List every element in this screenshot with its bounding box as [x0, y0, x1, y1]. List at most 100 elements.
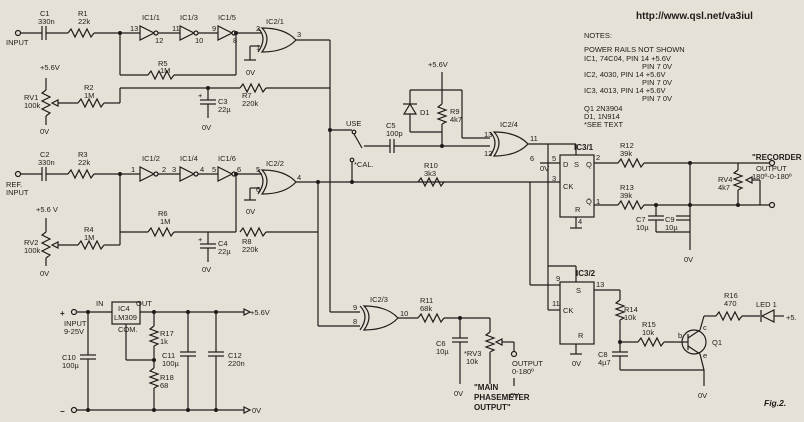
rv1-potentiometer: [40, 89, 52, 117]
r2-label: R2: [84, 83, 94, 92]
r18-resistor: [148, 367, 160, 389]
svg-text:0V: 0V: [246, 207, 255, 216]
cal-label: *CAL.: [354, 160, 374, 169]
r16-label: R16: [724, 291, 738, 300]
svg-text:3: 3: [297, 30, 301, 39]
input-terminal: [14, 29, 22, 37]
c3-value: 22µ: [218, 105, 231, 114]
xor-gate-ic2-1: [260, 27, 297, 53]
supply-plus-terminal: [70, 308, 78, 316]
source-url: http://www.qsl.net/va3iul: [636, 11, 753, 22]
main-output-label: "MAIN: [474, 383, 498, 392]
r10-label: R10: [424, 161, 438, 170]
svg-text:COM.: COM.: [118, 325, 138, 334]
r9-value: 4k7: [450, 115, 462, 124]
r10-resistor: [417, 176, 445, 188]
svg-text:13: 13: [130, 24, 138, 33]
d1-diode: [402, 102, 418, 115]
r4-value: 1M: [84, 233, 94, 242]
c11-value: 100µ: [162, 359, 180, 368]
svg-text:0V: 0V: [40, 269, 49, 278]
svg-text:0V: 0V: [572, 359, 581, 368]
svg-text:0V: 0V: [698, 391, 707, 400]
r9-resistor: [436, 103, 448, 125]
svg-text:9: 9: [556, 274, 560, 283]
svg-text:+5.6V: +5.6V: [40, 63, 60, 72]
supply-minus-terminal: [70, 406, 78, 414]
svg-text:4: 4: [297, 173, 301, 182]
r7-label: R7: [242, 91, 252, 100]
inverter-ic1-6: [217, 166, 234, 182]
recorder-label: "RECORDER: [752, 153, 802, 162]
ic2-1-label: IC2/1: [266, 17, 284, 26]
r10-value: 3k3: [424, 169, 436, 178]
notes-line: IC3, 4013, PIN 14 +5.6V: [584, 86, 666, 95]
svg-text:D: D: [563, 160, 569, 169]
r11-value: 68k: [420, 304, 432, 313]
svg-text:Q̄: Q̄: [586, 197, 592, 206]
led1-diode: [760, 309, 775, 323]
r2-resistor: [77, 97, 105, 109]
svg-text:2: 2: [596, 153, 600, 162]
svg-text:9: 9: [353, 303, 357, 312]
calibration-section: USE *CAL. C5 100p +5.6V D1 R9 4k7 13 12: [328, 60, 549, 300]
ref-input-terminal: [14, 170, 22, 178]
svg-text:INPUT: INPUT: [6, 188, 29, 197]
r17-resistor: [148, 325, 160, 347]
c5-value: 100p: [386, 129, 403, 138]
svg-text:+5.6 V: +5.6 V: [36, 205, 58, 214]
rv3-potentiometer: [484, 331, 496, 353]
r13-resistor: [617, 199, 645, 211]
r17-value: 1k: [160, 337, 168, 346]
svg-text:0V: 0V: [202, 265, 211, 274]
rv2-potentiometer: [40, 231, 52, 259]
r16-value: 470: [724, 299, 737, 308]
c10-label: C10: [62, 353, 76, 362]
svg-text:3: 3: [172, 165, 176, 174]
svg-text:R: R: [575, 205, 581, 214]
svg-text:8: 8: [233, 36, 237, 45]
figure-label: Fig.2.: [764, 398, 786, 408]
inverter-ic1-4: [179, 166, 196, 182]
r8-label: R8: [242, 237, 252, 246]
svg-text:S: S: [576, 286, 581, 295]
power-supply: + INPUT 9-25V − C10 100µ IN IC4 LM309 CO…: [60, 299, 270, 416]
ic4-label: IC4: [118, 304, 130, 313]
c6-label: C6: [436, 339, 446, 348]
svg-text:13: 13: [596, 280, 604, 289]
svg-text:5: 5: [552, 154, 556, 163]
notes-line: PIN 7 0V: [642, 62, 672, 71]
c10-value: 100µ: [62, 361, 80, 370]
r13-value: 39k: [620, 191, 632, 200]
rv3-label: *RV3: [464, 349, 481, 358]
svg-text:6: 6: [237, 165, 241, 174]
svg-text:0V: 0V: [202, 123, 211, 132]
notes-block: NOTES: POWER RAILS NOT SHOWN IC1, 74C04,…: [584, 31, 685, 129]
svg-text:10: 10: [195, 36, 203, 45]
use-label: USE: [346, 119, 361, 128]
ic2-4-label: IC2/4: [500, 120, 518, 129]
ic3-1-body: [559, 154, 595, 218]
inverter-ic1-1: [139, 25, 156, 41]
c8-label: C8: [598, 350, 608, 359]
svg-text:11: 11: [530, 134, 538, 143]
r6-value: 1M: [160, 217, 170, 226]
r1-resistor: [67, 27, 95, 39]
svg-text:0V: 0V: [246, 68, 255, 77]
svg-text:c: c: [703, 323, 707, 332]
ic2-3-label: IC2/3: [370, 295, 388, 304]
notes-line: PIN 7 0V: [642, 78, 672, 87]
ic1-3-label: IC1/3: [180, 13, 198, 22]
rv4-label: RV4: [718, 175, 732, 184]
input-label: INPUT: [6, 38, 29, 47]
svg-text:INPUT: INPUT: [64, 319, 87, 328]
r6-resistor: [147, 226, 175, 238]
r4-label: R4: [84, 225, 94, 234]
rv1-value: 100k: [24, 101, 41, 110]
ic3-2-label: IC3/2: [576, 269, 596, 278]
r9-label: R9: [450, 107, 460, 116]
main-output-section: 9 8 IC2/3 10 R11 68k C6 10µ 0V *RV3 10k …: [317, 130, 543, 412]
reference-channel: REF. INPUT C2 330n R3 22k 1 IC1/2 2 3 IC…: [6, 150, 530, 318]
xor-gate-ic2-4: [492, 131, 529, 157]
r15-value: 10k: [642, 328, 654, 337]
